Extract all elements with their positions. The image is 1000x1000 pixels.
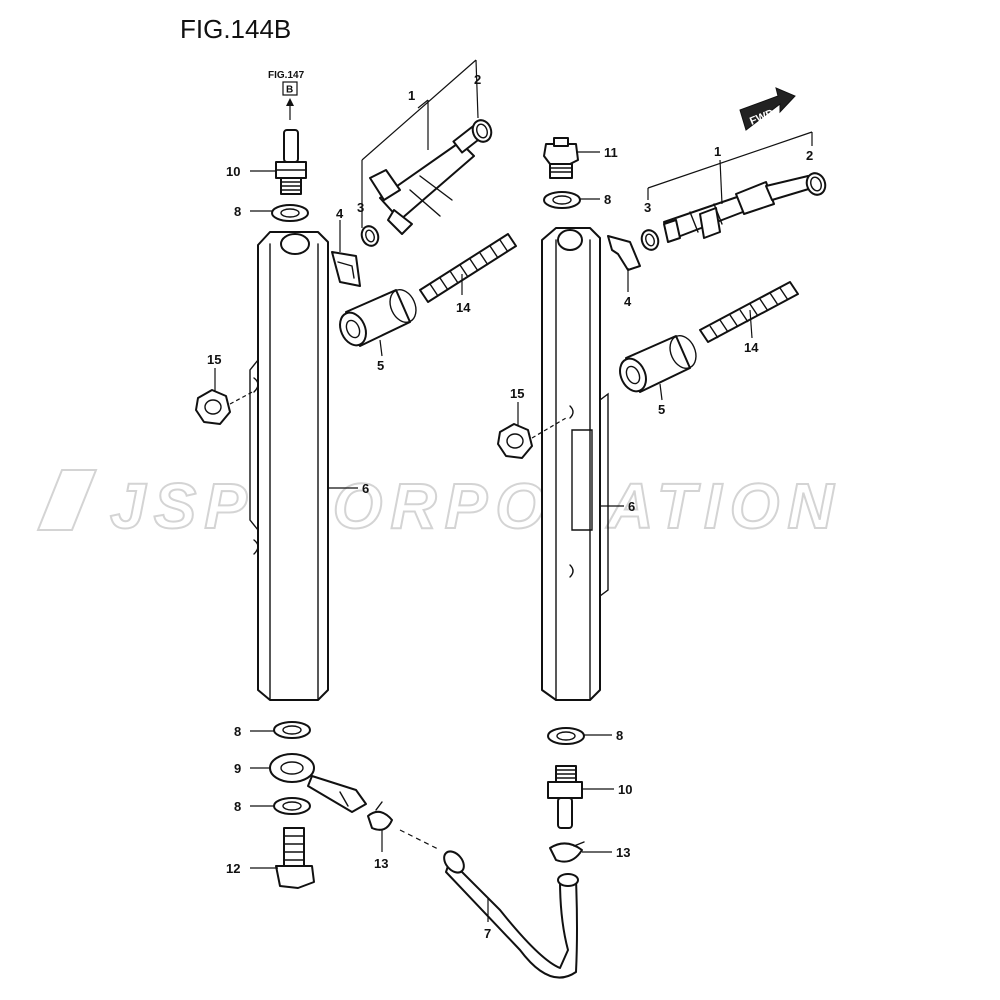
callout-4-right: 4 [624, 294, 632, 309]
flange-nut-left [195, 389, 257, 425]
callout-5-left: 5 [377, 358, 384, 373]
callout-8-top-right: 8 [604, 192, 611, 207]
reference-box-label: B [286, 85, 293, 96]
callout-11: 11 [604, 145, 618, 160]
callout-15-left: 15 [207, 352, 221, 367]
union-banjo-fitting [269, 753, 367, 813]
insulator-spacer-right [619, 335, 697, 393]
figure-reference: FIG.147 B [268, 70, 305, 120]
callout-4-left: 4 [336, 206, 344, 221]
union-fitting-right [547, 765, 583, 829]
callout-8-bottom-right: 8 [616, 728, 623, 743]
insulator-spacer-left [339, 289, 417, 347]
callout-13-left: 13 [374, 856, 388, 871]
callout-labels: 1 2 3 4 5 6 8 10 14 15 8 9 8 12 13 7 11 … [207, 72, 813, 941]
callout-14-right: 14 [744, 340, 759, 355]
injector-clip-left [331, 251, 361, 287]
o-ring-right-top [805, 172, 827, 196]
union-fitting-left [275, 129, 307, 195]
stud-bolt-left [419, 233, 517, 303]
callout-6-right: 6 [628, 499, 635, 514]
fwd-arrow-icon: FWD [739, 87, 796, 131]
fuel-delivery-pipe-left [249, 231, 329, 701]
injector-clip-right [607, 235, 641, 271]
callout-6-left: 6 [362, 481, 369, 496]
gasket-washer-top-left [271, 204, 309, 222]
gasket-washer-bottom-right [547, 727, 585, 745]
callout-13-right: 13 [616, 845, 630, 860]
callout-5-right: 5 [658, 402, 665, 417]
leader-lines [214, 59, 813, 922]
callout-10-right: 10 [618, 782, 632, 797]
gasket-washer-bottom-left-a [273, 721, 311, 739]
o-ring-left-bottom [360, 225, 380, 247]
fuel-hose [399, 829, 579, 979]
union-bolt [275, 827, 315, 889]
callout-9: 9 [234, 761, 241, 776]
callout-15-right: 15 [510, 386, 524, 401]
callout-8-bottom-left-b: 8 [234, 799, 241, 814]
plug-bolt [543, 137, 579, 179]
o-ring-left-top [471, 119, 493, 143]
fuel-injector-right [663, 175, 813, 243]
hose-clip-left [367, 801, 393, 831]
reference-fig-label: FIG.147 [268, 70, 305, 81]
callout-2-left: 2 [474, 72, 481, 87]
o-ring-right-bottom [640, 229, 660, 251]
callout-8-bottom-left-a: 8 [234, 724, 241, 739]
flange-nut-right [497, 417, 567, 459]
hose-clip-right [549, 841, 585, 863]
fuel-injector-left [369, 124, 484, 235]
fuel-delivery-pipe-right [541, 227, 609, 701]
gasket-washer-top-right [543, 191, 581, 209]
callout-14-left: 14 [456, 300, 471, 315]
watermark: JSP CORPORATION [36, 469, 842, 543]
gasket-washer-bottom-left-b [273, 797, 311, 815]
callout-10-left: 10 [226, 164, 240, 179]
callout-3-left: 3 [357, 200, 364, 215]
callout-12: 12 [226, 861, 240, 876]
callout-7: 7 [484, 926, 491, 941]
callout-2-right: 2 [806, 148, 813, 163]
stud-bolt-right [699, 281, 799, 343]
callout-3-right: 3 [644, 200, 651, 215]
callout-1-left: 1 [408, 88, 415, 103]
callout-1-right: 1 [714, 144, 721, 159]
callout-8-top-left: 8 [234, 204, 241, 219]
figure-title: FIG.144B [180, 14, 291, 44]
svg-text:JSP CORPORATION: JSP CORPORATION [110, 470, 842, 542]
